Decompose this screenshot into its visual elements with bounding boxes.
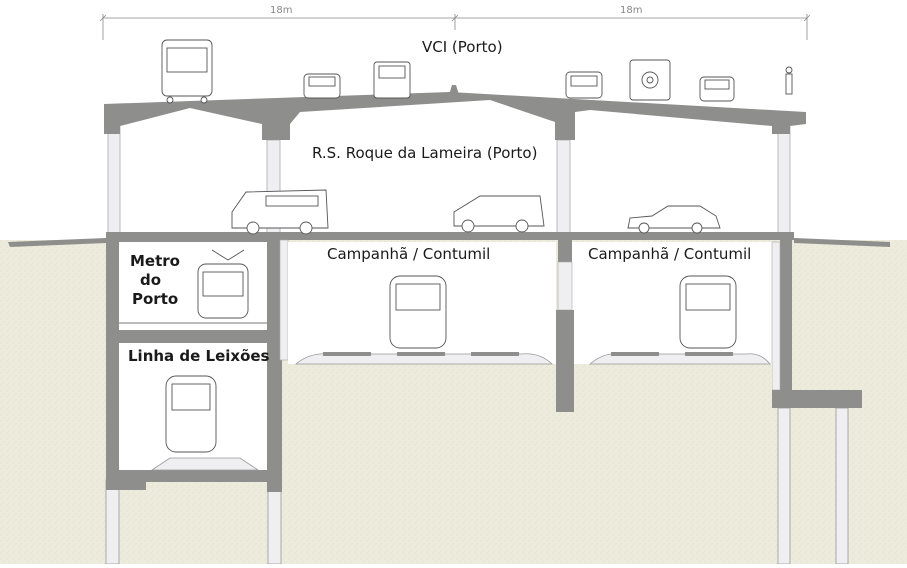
dimension-line	[99, 14, 811, 40]
car-icon	[699, 76, 735, 102]
train-icon	[389, 275, 447, 349]
median-barrier	[448, 85, 460, 98]
street-slab	[106, 232, 794, 240]
car-icon	[303, 73, 341, 99]
dimension-label-right: 18m	[620, 5, 643, 16]
viaduct-vehicles	[161, 39, 793, 104]
station-right-wall	[780, 240, 792, 390]
viaduct-deck	[104, 92, 806, 140]
station-chamber-right	[572, 242, 780, 364]
vci-label: VCI (Porto)	[422, 38, 503, 56]
leixoes-label: Linha de Leixões	[128, 347, 270, 365]
central-column-light	[557, 261, 573, 311]
central-column	[556, 310, 574, 392]
bus-icon	[161, 39, 213, 104]
ground-edge-right	[794, 238, 890, 247]
station-left-wall	[279, 239, 289, 361]
platform-left-label: Campanhã / Contumil	[327, 245, 491, 263]
road-label: R.S. Roque da Lameira (Porto)	[312, 144, 538, 162]
road-vehicles	[231, 189, 721, 235]
metro-tram-icon	[197, 249, 249, 319]
ground-edge-left	[8, 238, 106, 247]
suv-icon	[453, 195, 545, 233]
platform-right-label: Campanhã / Contumil	[588, 245, 752, 263]
train-icon	[679, 275, 737, 349]
dimension-label-left: 18m	[270, 5, 293, 16]
suv-icon	[373, 61, 411, 99]
right-wall-inner	[771, 241, 781, 391]
metro-label-line3: Porto	[132, 290, 179, 308]
sleepers	[323, 352, 733, 356]
person-icon	[785, 66, 793, 95]
jeep-icon	[629, 59, 671, 101]
sedan-icon	[627, 205, 721, 234]
van-icon	[231, 189, 329, 235]
track-beds	[150, 353, 771, 471]
metro-track-line	[119, 322, 267, 324]
trains	[165, 249, 737, 453]
train-icon	[165, 375, 217, 453]
central-column-top	[558, 240, 572, 262]
car-icon	[565, 71, 603, 99]
platform-fill-left	[288, 364, 556, 564]
platform-fill-right	[574, 364, 772, 564]
metro-base	[106, 470, 282, 492]
viaduct-columns	[107, 125, 791, 237]
metro-label-line2: do	[140, 271, 162, 289]
metro-label-line1: Metro	[130, 252, 180, 270]
right-footing	[766, 390, 862, 408]
